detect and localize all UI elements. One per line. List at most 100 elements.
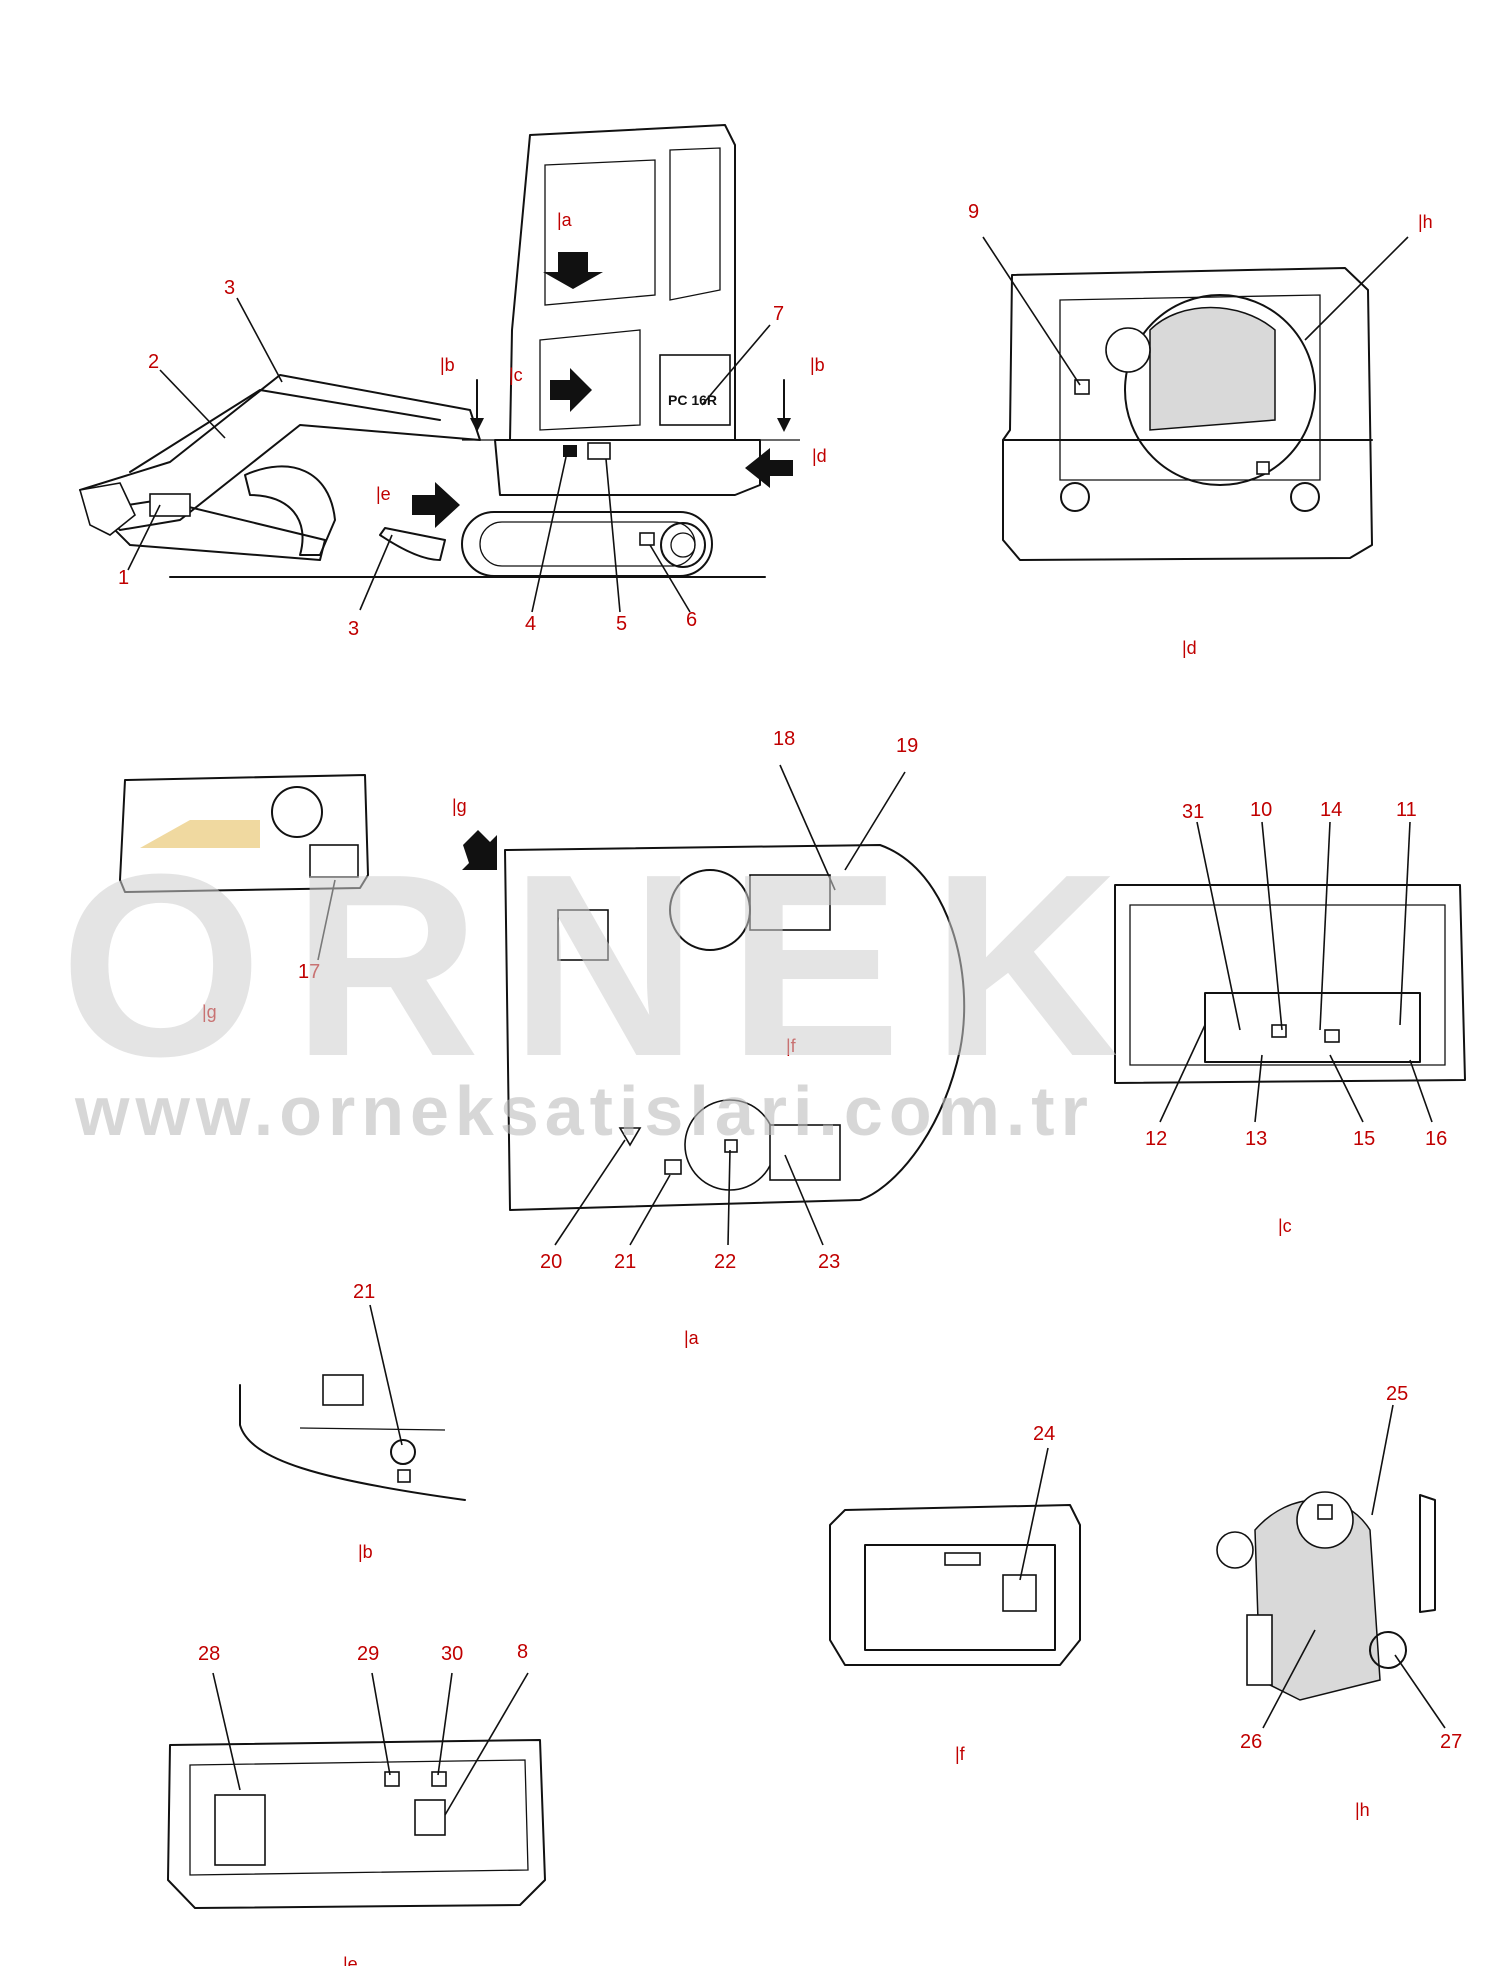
leader-8 bbox=[444, 1672, 529, 1816]
decal-21-marker bbox=[664, 1159, 682, 1175]
view-label-e: |e bbox=[343, 1954, 358, 1966]
decal-13-marker bbox=[1271, 1024, 1287, 1038]
view-label-f: |f bbox=[955, 1744, 966, 1764]
model-badge: PC 16R bbox=[668, 392, 717, 408]
leader-16 bbox=[1409, 1059, 1433, 1123]
callout-28: 28 bbox=[198, 1643, 220, 1665]
arrow-view-e bbox=[412, 482, 460, 528]
view-f-handle bbox=[944, 1552, 981, 1566]
rear-lamp-right bbox=[1290, 482, 1320, 512]
leader-26 bbox=[1262, 1629, 1316, 1729]
callout-12: 12 bbox=[1145, 1128, 1167, 1150]
rear-lamp-left bbox=[1060, 482, 1090, 512]
view-b-box bbox=[322, 1374, 364, 1406]
leader-4 bbox=[531, 456, 567, 613]
callout-25: 25 bbox=[1386, 1383, 1408, 1405]
arrow-view-b-right-head bbox=[777, 418, 791, 432]
arrow-label-b-right: |b bbox=[810, 355, 825, 375]
decal-30-marker bbox=[431, 1771, 447, 1787]
leader-25 bbox=[1371, 1404, 1394, 1516]
callout-23: 23 bbox=[818, 1251, 840, 1273]
leader-21b bbox=[369, 1304, 403, 1446]
view-a-top bbox=[462, 764, 966, 1246]
callout-26: 26 bbox=[1240, 1731, 1262, 1753]
cab-side-housing bbox=[1114, 884, 1466, 1084]
decal-h-marker bbox=[1256, 461, 1270, 475]
warning-triangle-decal bbox=[618, 1127, 642, 1147]
leader-19 bbox=[844, 771, 906, 871]
bucket-link bbox=[78, 482, 136, 536]
callout-11: 11 bbox=[1396, 799, 1417, 821]
callout-15: 15 bbox=[1353, 1128, 1375, 1150]
leader-28 bbox=[212, 1672, 241, 1791]
arrow-label-h: |h bbox=[1418, 212, 1433, 232]
leader-22 bbox=[727, 1149, 731, 1246]
decal-9-marker bbox=[1074, 379, 1090, 395]
decal-25-marker bbox=[1317, 1504, 1333, 1520]
callout-27: 27 bbox=[1440, 1731, 1462, 1753]
leader-30 bbox=[437, 1672, 453, 1776]
callout-30: 30 bbox=[441, 1643, 463, 1665]
view-label-d: |d bbox=[1182, 638, 1197, 658]
track bbox=[461, 511, 713, 577]
leader-17 bbox=[317, 879, 336, 961]
decal-21-marker-b bbox=[397, 1469, 411, 1483]
callout-14: 14 bbox=[1320, 799, 1342, 821]
side-panel-housing bbox=[119, 774, 369, 893]
cab-door-window-upper bbox=[544, 159, 656, 306]
decal-4-marker bbox=[563, 445, 577, 457]
rear-housing bbox=[1002, 267, 1373, 561]
filler-cap bbox=[1105, 327, 1151, 373]
arrow-label-d: |d bbox=[812, 446, 827, 466]
leader-24 bbox=[1019, 1447, 1049, 1581]
callout-8: 8 bbox=[517, 1641, 528, 1663]
track-inner bbox=[479, 521, 696, 567]
view-c-cab-side bbox=[1114, 821, 1466, 1123]
callout-2: 2 bbox=[148, 351, 159, 373]
leader-9 bbox=[982, 236, 1081, 386]
view-g-side-panel bbox=[119, 774, 369, 961]
callout-3a: 3 bbox=[224, 277, 235, 299]
leader-3a bbox=[236, 297, 283, 383]
arrow-view-c bbox=[550, 368, 592, 412]
arrow-view-d bbox=[745, 448, 793, 488]
callout-3b: 3 bbox=[348, 618, 359, 640]
engine-detail bbox=[1149, 306, 1276, 431]
decal-18-marker bbox=[749, 874, 831, 931]
decal-5-marker bbox=[587, 442, 611, 460]
callout-17: 17 bbox=[298, 961, 320, 983]
decal-22-marker bbox=[724, 1139, 738, 1153]
view-e-rear-panel bbox=[167, 1672, 546, 1909]
view-h-engine bbox=[1216, 1404, 1446, 1729]
dozer-blade bbox=[379, 527, 446, 561]
leader-3b bbox=[359, 534, 393, 611]
decal-6-marker bbox=[639, 532, 655, 546]
leader-6 bbox=[649, 544, 691, 613]
leader-5 bbox=[605, 458, 621, 613]
callout-13: 13 bbox=[1245, 1128, 1267, 1150]
arrow-label-c: |c bbox=[509, 365, 523, 385]
view-b-outline bbox=[239, 1384, 466, 1501]
leader-12 bbox=[1159, 1024, 1206, 1123]
leader-2 bbox=[159, 369, 226, 439]
leader-20 bbox=[554, 1139, 626, 1246]
decal-24-marker bbox=[1002, 1574, 1037, 1612]
cab-rear-window bbox=[669, 147, 721, 301]
callout-22: 22 bbox=[714, 1251, 736, 1273]
slew-ring bbox=[669, 869, 751, 951]
leader-29 bbox=[371, 1672, 391, 1776]
idler-wheel bbox=[660, 522, 706, 568]
detail-circle-h bbox=[1124, 294, 1316, 486]
leader-14 bbox=[1319, 821, 1331, 1031]
callout-16: 16 bbox=[1425, 1128, 1447, 1150]
view-f-panel bbox=[864, 1544, 1056, 1651]
decal-28-marker bbox=[214, 1794, 266, 1866]
side-panel-highlight bbox=[140, 820, 260, 848]
decal-15-marker bbox=[1324, 1029, 1340, 1043]
leader-15 bbox=[1329, 1054, 1364, 1123]
arrow-view-b-left-head bbox=[470, 418, 484, 432]
view-e-inner bbox=[189, 1759, 529, 1876]
leader-18 bbox=[779, 764, 836, 891]
decal-23-marker bbox=[769, 1124, 841, 1181]
